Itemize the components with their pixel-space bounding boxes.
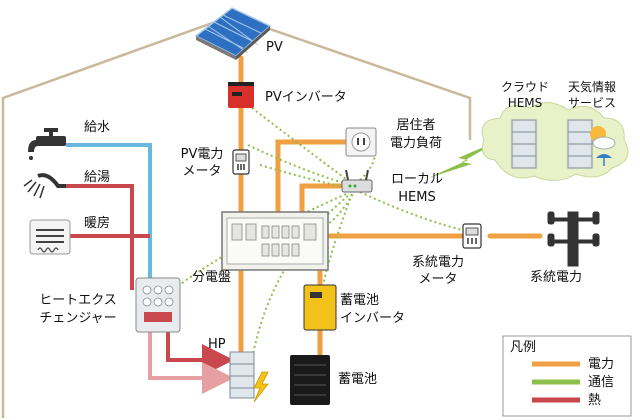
grid-power-label: 系統電力 — [530, 270, 583, 285]
battery-inverter-label-1: 蓄電池 — [340, 293, 380, 308]
heater-icon — [29, 219, 71, 255]
cloud-hems-label-2: HEMS — [507, 96, 543, 110]
power-lines — [238, 55, 543, 363]
outlet-icon — [345, 127, 377, 157]
battery-icon — [290, 355, 330, 405]
battery-label: 蓄電池 — [338, 372, 378, 387]
weather-icon — [590, 126, 616, 166]
pv-meter-label-1: PV電力 — [180, 147, 224, 162]
heat-pipes — [66, 184, 234, 376]
pv-inverter-label: PVインバータ — [265, 90, 347, 105]
grid-meter-label-1: 系統電力 — [411, 255, 464, 270]
legend-heat-label: 熱 — [588, 393, 602, 408]
cloud-hems-label-1: クラウド — [500, 80, 549, 94]
legend-communication-label: 通信 — [588, 375, 615, 390]
weather-label-1: 天気情報 — [567, 80, 616, 94]
hp-label: HP — [208, 337, 226, 352]
router-icon — [341, 169, 373, 193]
grid-meter-label-2: メータ — [418, 272, 458, 287]
heat-pump-icon — [229, 351, 269, 403]
solar-panel-icon — [194, 7, 272, 60]
grid-meter-icon — [462, 223, 482, 249]
legend — [502, 335, 632, 417]
weather-label-2: サービス — [567, 96, 616, 110]
heat-exchanger-label-2: チェンジャー — [39, 311, 117, 326]
resident-load-label-1: 居住者 — [396, 118, 436, 133]
pv-label: PV — [266, 40, 283, 55]
pv-inverter-icon — [228, 82, 254, 108]
battery-inverter-label-2: インバータ — [340, 311, 406, 326]
heat-exchanger-label-1: ヒートエクス — [39, 293, 117, 308]
legend-power-label: 電力 — [588, 357, 615, 372]
utility-pole-icon — [547, 211, 600, 267]
faucet-icon — [28, 128, 66, 160]
cloud-hems-icon — [481, 102, 629, 181]
distribution-board-label: 分電盤 — [192, 270, 232, 285]
hot-water-label: 給湯 — [84, 170, 111, 185]
heating-label: 暖房 — [84, 216, 111, 231]
pv-meter-label-2: メータ — [182, 164, 222, 179]
water-supply-label: 給水 — [84, 120, 111, 135]
local-hems-label-1: ローカル — [390, 172, 443, 187]
heat-exchanger-icon — [135, 277, 181, 333]
shower-icon — [23, 173, 66, 199]
resident-load-label-2: 電力負荷 — [389, 136, 442, 151]
water-pipe — [66, 143, 152, 285]
battery-inverter-icon — [303, 284, 337, 331]
pv-meter-icon — [232, 149, 250, 175]
distribution-board-icon — [221, 211, 329, 271]
local-hems-label-2: HEMS — [398, 190, 436, 205]
legend-title: 凡例 — [510, 340, 537, 355]
